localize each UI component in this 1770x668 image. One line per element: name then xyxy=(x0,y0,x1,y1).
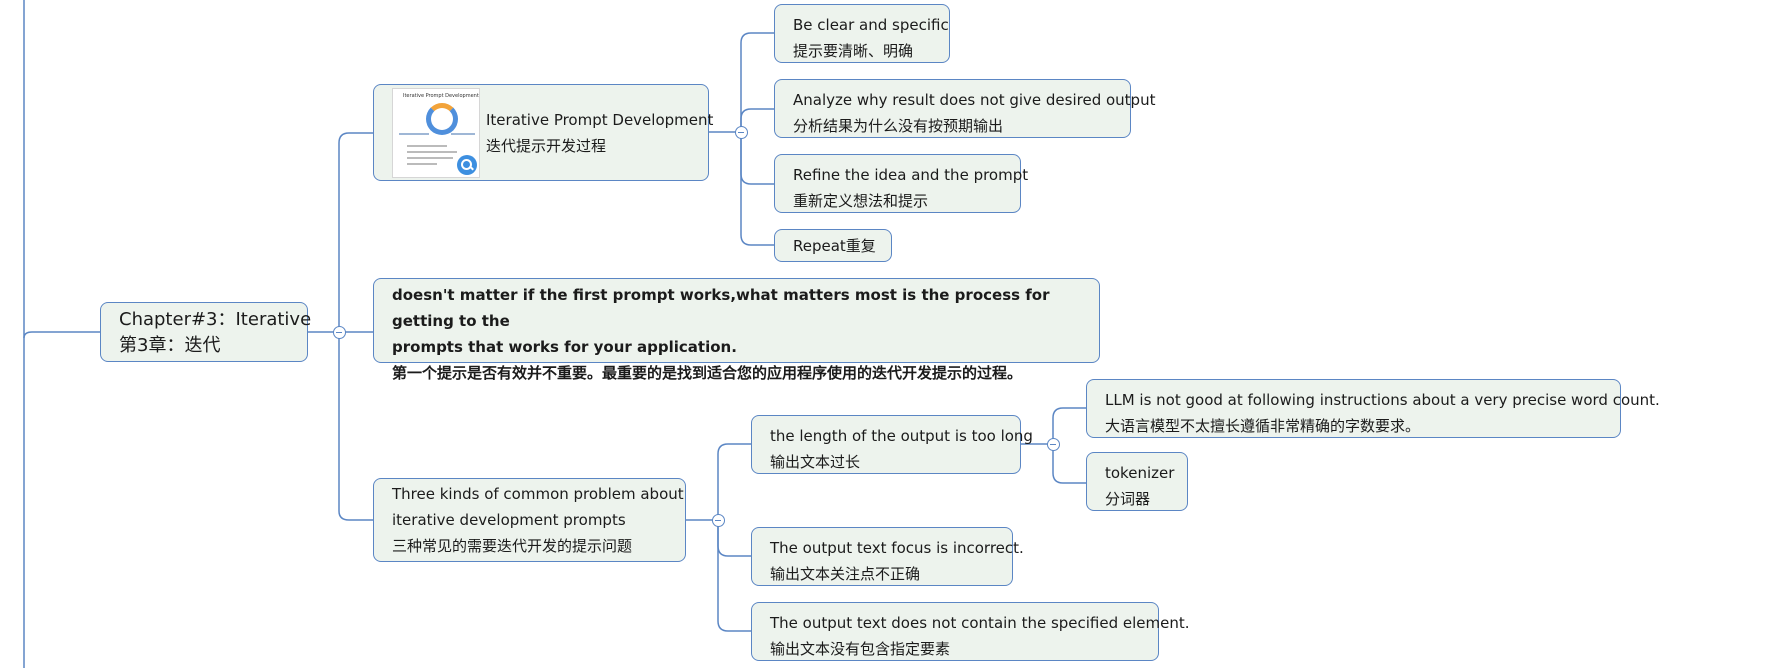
node-label-en: The output text does not contain the spe… xyxy=(770,614,1190,632)
node-output-focus-incorrect[interactable]: The output text focus is incorrect. 输出文本… xyxy=(751,527,1024,586)
node-label-zh: 输出文本没有包含指定要素 xyxy=(770,640,951,658)
node-label-en: The output text focus is incorrect. xyxy=(770,539,1024,557)
node-label-en: tokenizer xyxy=(1105,464,1175,482)
node-label-en: Be clear and specific xyxy=(793,16,949,34)
root-title-en: Chapter#3：Iterative xyxy=(119,309,312,330)
thumbnail-image[interactable]: Iterative Prompt Development xyxy=(392,88,480,178)
node-label-en-1: doesn't matter if the first prompt works… xyxy=(392,286,1050,330)
collapse-toggle-problems[interactable] xyxy=(712,514,725,527)
thumbnail-line xyxy=(407,163,437,165)
collapse-toggle-too-long[interactable] xyxy=(1047,438,1060,451)
node-label-zh: 大语言模型不太擅长遵循非常精确的字数要求。 xyxy=(1105,417,1421,435)
node-key-point[interactable]: doesn't matter if the first prompt works… xyxy=(373,278,1100,382)
node-label: Repeat重复 xyxy=(793,237,876,255)
root-title-zh: 第3章：迭代 xyxy=(119,335,221,356)
node-label-en-2: iterative development prompts xyxy=(392,511,626,529)
thumbnail-line xyxy=(407,157,453,159)
node-three-kinds-of-problems[interactable]: Three kinds of common problem about iter… xyxy=(373,478,686,562)
node-refine-idea[interactable]: Refine the idea and the prompt 重新定义想法和提示 xyxy=(774,154,1029,213)
node-label-zh: 重新定义想法和提示 xyxy=(793,192,929,210)
node-iterative-prompt-development[interactable]: Iterative Prompt Development Iterative P… xyxy=(373,84,714,181)
node-label-en-2: prompts that works for your application. xyxy=(392,338,737,356)
node-analyze-result[interactable]: Analyze why result does not give desired… xyxy=(774,79,1156,138)
root-node-chapter-3[interactable]: Chapter#3：Iterative 第3章：迭代 xyxy=(100,302,312,362)
node-label-en: Refine the idea and the prompt xyxy=(793,166,1029,184)
node-label-zh: 三种常见的需要迭代开发的提示问题 xyxy=(392,537,633,555)
node-label-en: Iterative Prompt Development xyxy=(486,111,714,129)
thumbnail-line xyxy=(407,145,447,147)
magnifier-icon[interactable] xyxy=(457,155,477,175)
node-label-en: LLM is not good at following instruction… xyxy=(1105,391,1660,409)
thumbnail-line xyxy=(399,133,429,135)
collapse-toggle-iterative-dev[interactable] xyxy=(735,126,748,139)
node-label-en: the length of the output is too long xyxy=(770,427,1033,445)
collapse-toggle-root[interactable] xyxy=(333,326,346,339)
node-output-too-long[interactable]: the length of the output is too long 输出文… xyxy=(751,415,1033,474)
node-label-en: Analyze why result does not give desired… xyxy=(793,91,1156,109)
node-label-zh: 分词器 xyxy=(1105,490,1151,508)
node-label-zh: 第一个提示是否有效并不重要。最重要的是找到适合您的应用程序使用的迭代开发提示的过… xyxy=(392,364,1023,382)
node-llm-word-count[interactable]: LLM is not good at following instruction… xyxy=(1086,379,1660,438)
node-be-clear-specific[interactable]: Be clear and specific 提示要清晰、明确 xyxy=(774,4,950,63)
cycle-diagram-icon xyxy=(426,103,458,135)
node-output-missing-element[interactable]: The output text does not contain the spe… xyxy=(751,602,1190,661)
thumbnail-title: Iterative Prompt Development xyxy=(403,93,479,99)
node-label-zh: 迭代提示开发过程 xyxy=(486,137,607,155)
node-label-zh: 输出文本关注点不正确 xyxy=(770,565,921,583)
node-label-zh: 分析结果为什么没有按预期输出 xyxy=(793,117,1004,135)
node-label-en-1: Three kinds of common problem about xyxy=(392,485,684,503)
node-tokenizer[interactable]: tokenizer 分词器 xyxy=(1086,452,1188,511)
node-label-zh: 输出文本过长 xyxy=(770,453,861,471)
node-label-zh: 提示要清晰、明确 xyxy=(793,42,914,60)
node-repeat[interactable]: Repeat重复 xyxy=(774,229,892,262)
thumbnail-line xyxy=(407,151,457,153)
thumbnail-line xyxy=(451,133,475,135)
